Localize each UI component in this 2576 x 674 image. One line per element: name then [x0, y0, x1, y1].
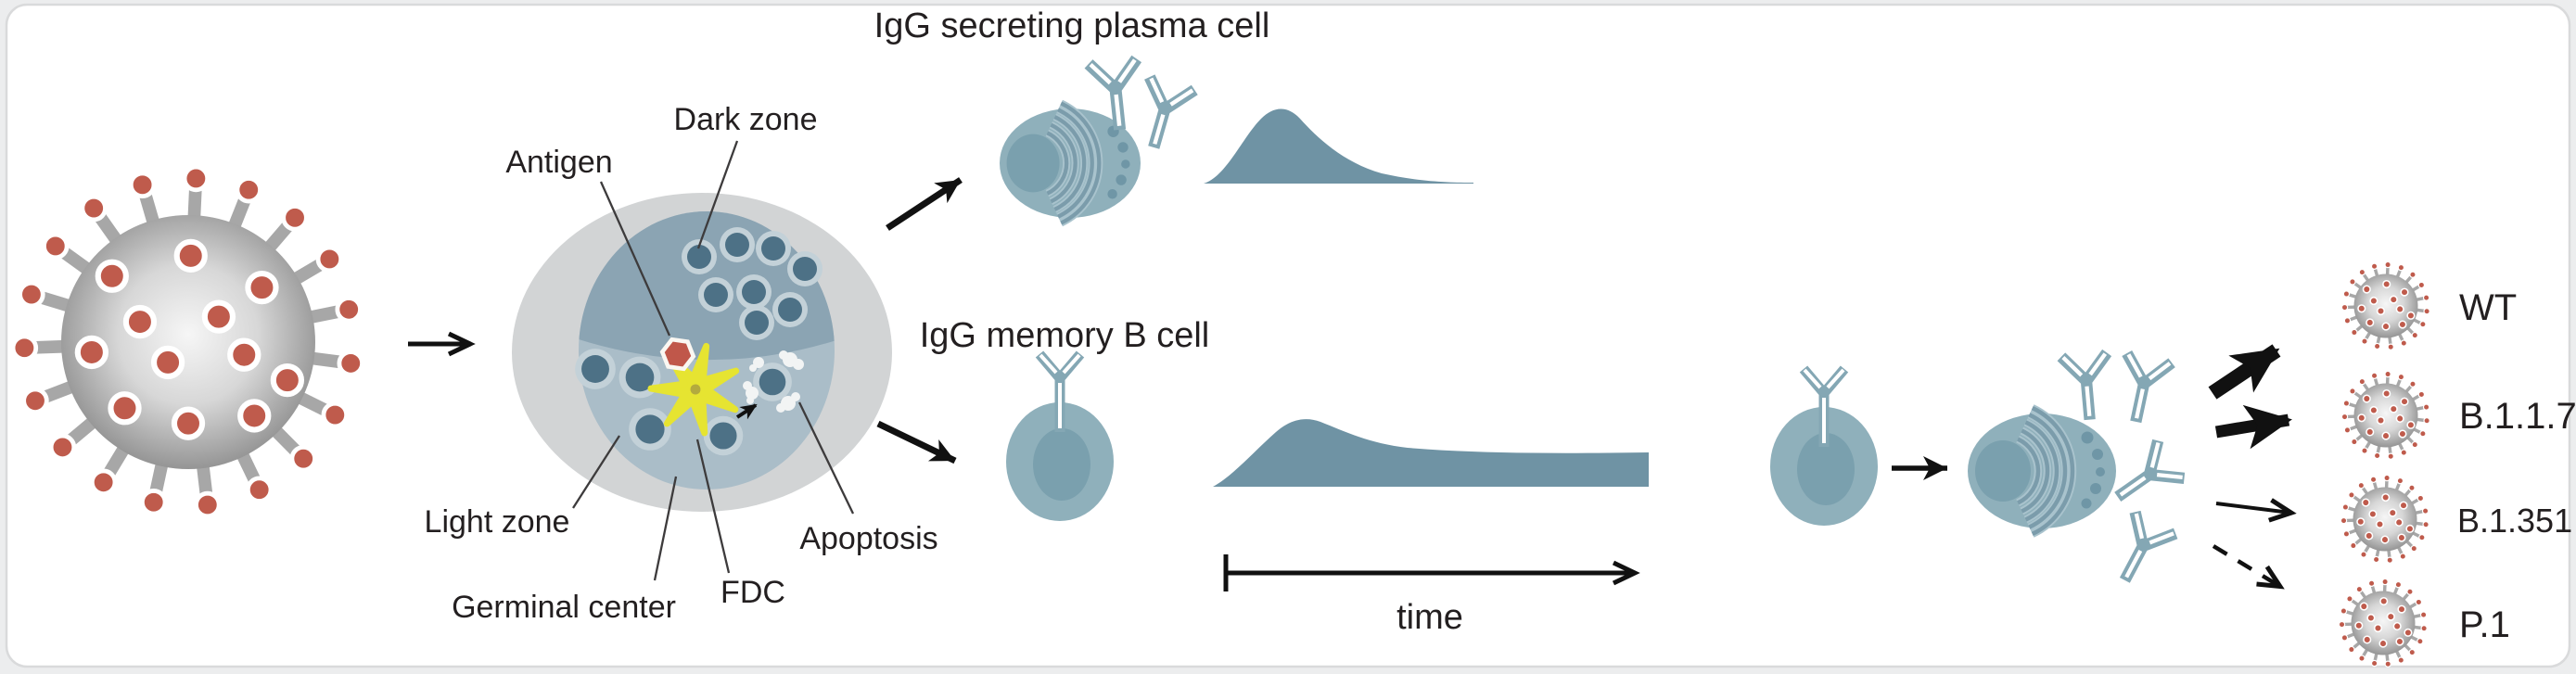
figure-card	[5, 3, 2571, 668]
plasma-igg-kinetics-curve	[1204, 108, 1473, 184]
leader-dark-zone	[696, 140, 739, 249]
light-zone-label: Light zone	[425, 504, 570, 540]
time-axis-label: time	[1396, 598, 1463, 637]
variant-label-b1351: B.1.351	[2457, 502, 2572, 540]
leader-antigen	[599, 181, 671, 337]
arrow-icon-neutralize-p1	[2212, 544, 2285, 590]
variant-label-b117: B.1.1.7	[2459, 396, 2576, 437]
arrow-icon-neutralize-wt	[2208, 344, 2281, 400]
germinal-center-label: Germinal center	[452, 590, 676, 625]
leader-fdc	[695, 439, 731, 574]
apoptosis-label: Apoptosis	[799, 521, 937, 556]
antigen-label: Antigen	[505, 145, 612, 180]
leader-germinal-center	[653, 476, 678, 581]
arrow-icon-neutralize-b1351	[2215, 498, 2297, 523]
dark-zone-label: Dark zone	[674, 102, 818, 137]
arrow-icon-gc-to-plasma	[886, 177, 963, 231]
arrow-icon-gc-to-memory	[876, 420, 957, 464]
arrow-icon-neutralize-b117	[2214, 404, 2292, 450]
leader-apoptosis	[797, 401, 855, 515]
antigen-hexagon-icon	[659, 337, 696, 372]
variant-label-p1: P.1	[2459, 604, 2510, 645]
apoptosis-blebs-icon	[743, 350, 804, 413]
leader-light-zone	[572, 435, 620, 509]
memory-bcell-kinetics-curve	[1213, 419, 1649, 487]
memory-bcell-title: IgG memory B cell	[920, 316, 1210, 355]
germinal-center-diagram: Dark zone Antigen Light zone Germinal ce…	[425, 102, 938, 625]
fdc-label: FDC	[721, 575, 785, 610]
time-axis: time	[1223, 554, 1640, 637]
arrow-icon-selection-to-apoptosis	[735, 403, 758, 420]
plasma-cell-title: IgG secreting plasma cell	[874, 6, 1270, 45]
variant-label-wt: WT	[2459, 287, 2517, 328]
